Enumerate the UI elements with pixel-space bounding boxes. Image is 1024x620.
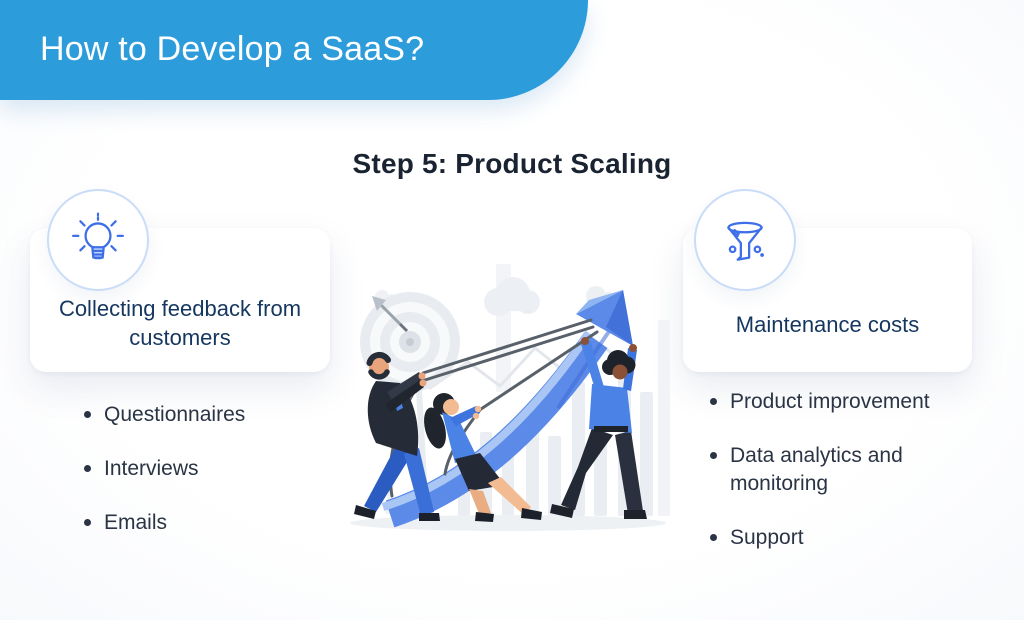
person-pulling-middle <box>424 393 542 522</box>
team-pulling-growth-arrow-illustration <box>330 260 675 538</box>
header-banner: How to Develop a SaaS? <box>0 0 588 100</box>
feedback-card-label: Collecting feedback from customers <box>58 296 302 350</box>
bullet-icon <box>84 411 91 418</box>
list-item: Data analytics and monitoring <box>710 442 960 498</box>
maintenance-card-label: Maintenance costs <box>735 312 920 337</box>
bullet-icon <box>710 398 717 405</box>
step-title: Step 5: Product Scaling <box>352 148 672 179</box>
growth-arrow-scene <box>350 264 670 531</box>
funnel-icon <box>694 189 796 291</box>
maintenance-card: Maintenance costs <box>683 189 972 372</box>
bullet-icon <box>710 452 717 459</box>
list-item: Emails <box>84 509 319 537</box>
feedback-card: Collecting feedback from customers <box>30 189 330 372</box>
list-item: Questionnaires <box>84 401 319 429</box>
cloud-icon <box>484 277 540 316</box>
page-title: How to Develop a SaaS? <box>40 30 425 68</box>
list-item-label: Emails <box>104 511 168 534</box>
bullet-icon <box>84 519 91 526</box>
lightbulb-icon-glyph <box>72 212 124 260</box>
maintenance-list: Product improvement Data analytics and m… <box>710 388 960 578</box>
list-item: Support <box>710 524 960 552</box>
list-item-label: Product improvement <box>730 390 930 413</box>
list-item: Product improvement <box>710 388 960 416</box>
list-item: Interviews <box>84 455 319 483</box>
person-holding-right <box>550 337 647 519</box>
bullet-icon <box>710 534 717 541</box>
bullet-icon <box>84 465 91 472</box>
person-pulling-left <box>354 351 440 521</box>
funnel-icon-glyph <box>727 221 764 261</box>
list-item-label: Interviews <box>104 457 199 480</box>
list-item-label: Questionnaires <box>104 403 246 426</box>
feedback-list: Questionnaires Interviews Emails <box>84 401 319 563</box>
list-item-label: Support <box>730 526 804 549</box>
list-item-label: Data analytics and monitoring <box>730 444 903 495</box>
lightbulb-icon <box>47 189 149 291</box>
